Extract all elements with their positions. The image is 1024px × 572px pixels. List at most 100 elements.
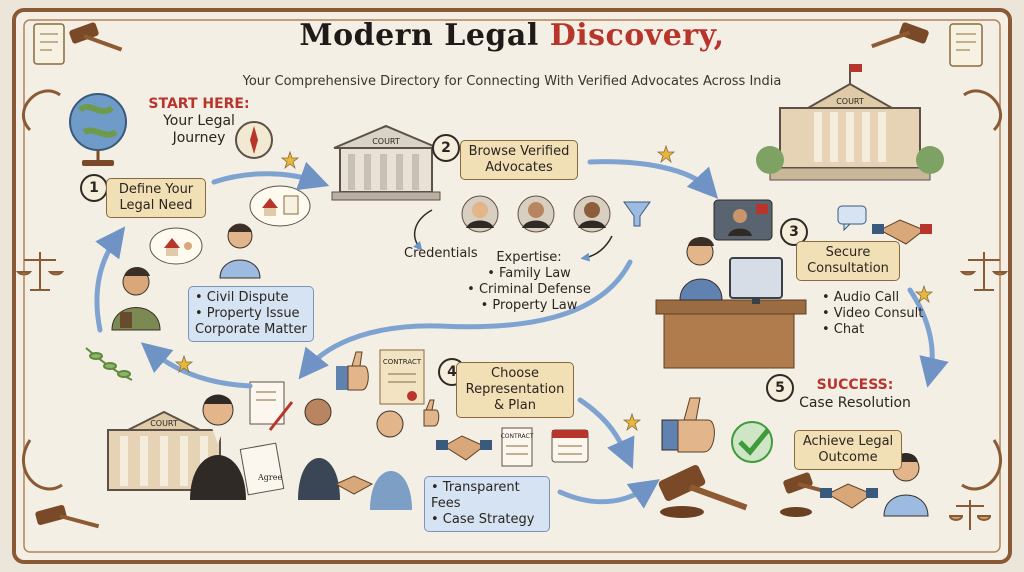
inner-frame [23,19,1001,553]
title-main: Modern Legal [299,18,539,53]
arrow-4-to-5 [577,397,635,469]
arrow-back-left [140,342,253,389]
thumbs-up-icon-large [661,397,715,453]
consulting-person-icon [679,237,723,301]
thumbs-up-icon-small [423,399,440,427]
credentials-label: Credentials [404,246,478,261]
document-pen-icon [249,381,294,431]
scroll-icon-top-left [33,23,65,65]
page-title: Modern Legal Discovery, [0,18,1024,53]
arrow-loop-left [94,226,126,333]
step-5-number: 5 [766,374,794,402]
step-5-line-1: SUCCESS: [816,377,894,393]
advocate-avatar-1 [461,195,499,233]
thumbs-up-icon-left [336,351,369,391]
lawyer-robe-icon [190,394,246,500]
expertise-list: Expertise: • Family Law • Criminal Defen… [464,250,594,314]
compass-icon [235,121,273,159]
consultation-mode: • Audio Call [822,290,900,305]
consultation-modes-list: • Audio Call • Video Consult • Chat [822,290,923,338]
plan-items-box: • Transparent Fees • Case Strategy [424,476,550,532]
seal-icon [407,391,417,401]
step-3-box: Secure Consultation [796,241,900,281]
contract-scroll-icon: CONTRACT [379,349,425,405]
step-2-box: Browse Verified Advocates [460,140,578,180]
scales-icon-left [15,252,65,291]
scales-icon-right [959,252,1009,291]
court-sign-right: COURT [836,97,864,106]
arrow-plan-to-gavel [557,479,660,509]
filter-icon [623,201,651,227]
gavel-icon-top-right [871,22,929,49]
start-here-block: START HERE: Your Legal Journey [130,96,268,147]
contract-small-label: CONTRACT [501,433,534,440]
consultation-mode: • Video Consult [822,306,924,321]
scroll-icon-top-right [949,23,983,67]
handshake-people-icon [298,398,412,510]
thought-bubble-property-icon [249,185,311,227]
step-4-box: Choose Representation & Plan [456,362,574,418]
thought-bubble-family-icon [149,227,203,265]
step-1-number: 1 [80,174,108,202]
contract-label: CONTRACT [383,358,422,366]
flag-icon [850,64,862,72]
gavel-icon-bottom-left [35,505,100,529]
arrow-2-to-3 [587,159,719,199]
signed-document-icon: Agree [239,442,285,496]
need-item: • Civil Dispute [195,290,289,305]
worried-person-icon [219,223,261,279]
expertise-item: • Criminal Defense [467,282,591,297]
need-item: • Property Issue [195,306,300,321]
arrow-expertise [580,235,613,262]
scales-icon-bottom-right [948,500,992,530]
step-1-line-1: Define Your [118,182,194,197]
step-4-line-1: Choose [491,366,539,381]
plan-item: • Transparent Fees [431,480,520,511]
step-1-box: Define Your Legal Need [106,178,206,218]
handshake-icon-bottom [820,483,878,509]
arrow-3-to-5 [907,287,949,388]
globe-icon [69,93,127,166]
book-icon [120,312,132,328]
expertise-item: • Property Law [480,298,578,313]
legal-needs-box: • Civil Dispute • Property Issue Corpora… [188,286,314,342]
step-2-line-1: Browse Verified [468,144,570,159]
checkmark-icon [731,421,773,463]
plan-item: • Case Strategy [431,512,535,527]
arrow-credentials [413,209,433,251]
step-4-line-2: Representation [465,382,565,397]
contract-pen-icon: CONTRACT [501,427,534,467]
advocate-avatar-3 [573,195,611,233]
corner-scrolls [22,89,1002,491]
page-subtitle: Your Comprehensive Directory for Connect… [242,74,782,89]
client-person-icon [111,267,161,331]
step-3-line-2: Consultation [807,261,889,276]
desk-icon [655,299,807,369]
courthouse-icon-top: COURT [331,124,441,201]
expertise-item: • Family Law [487,266,571,281]
gavel-icon-top-left [69,22,123,52]
start-line-2: Journey [172,130,226,146]
court-sign-top: COURT [372,137,400,146]
step-5-line-2: Case Resolution [799,395,911,411]
advocate-avatar-2 [517,195,555,233]
step-5-block: SUCCESS: Case Resolution [790,376,920,412]
video-call-icon [713,199,773,241]
start-line-1: Your Legal [163,113,235,129]
court-sign-bottom: COURT [150,419,178,428]
expertise-heading: Expertise: [496,250,562,265]
start-heading: START HERE: [148,96,250,112]
step-1-line-2: Legal Need [119,198,193,213]
step-4-line-3: & Plan [494,398,536,413]
consultation-mode: • Chat [822,322,865,337]
need-item: Corporate Matter [195,322,307,337]
flow-arrows [94,159,949,509]
handshake-icon-middle [436,435,492,461]
chat-bubble-icon [837,205,867,232]
calendar-icon [551,429,589,463]
star-icons [174,144,934,432]
signature-text: Agree [257,473,282,482]
gavel-icon-large [658,465,748,518]
